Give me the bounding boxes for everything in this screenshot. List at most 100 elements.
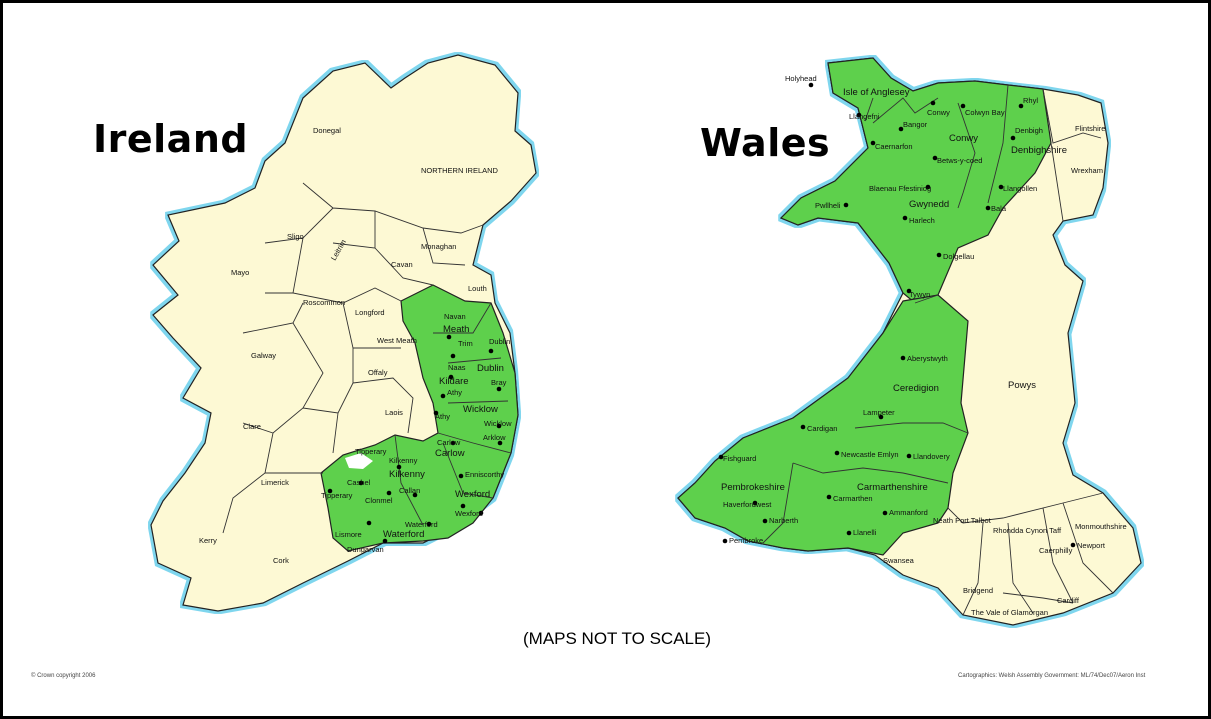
- label-athy: Athy: [447, 388, 462, 397]
- marker: [722, 538, 728, 544]
- marker: [433, 410, 439, 416]
- label-denbigh: Denbigh: [1015, 126, 1043, 135]
- label-caerphilly: Caerphilly: [1039, 546, 1073, 555]
- label-lismore: Lismore: [335, 530, 362, 539]
- marker: [998, 184, 1004, 190]
- label-northern-ireland: NORTHERN IRELAND: [421, 166, 499, 175]
- marker: [440, 393, 446, 399]
- label-naas: Naas: [448, 363, 466, 372]
- label-cardigan: Cardigan: [807, 424, 837, 433]
- label-dolgellau: Dolgellau: [943, 252, 974, 261]
- marker: [800, 424, 806, 430]
- label-conwy-town: Conwy: [927, 108, 950, 117]
- label-waterford: Waterford: [383, 529, 424, 540]
- label-bray: Bray: [491, 378, 507, 387]
- label-neath-port-talbot: Neath Port Talbot: [933, 516, 992, 525]
- marker: [882, 510, 888, 516]
- marker: [1018, 103, 1024, 109]
- label-kilkenny: Kilkenny: [389, 469, 425, 480]
- wales-title: Wales: [700, 121, 831, 165]
- label-monmouthshire: Monmouthshire: [1075, 522, 1127, 531]
- label-longford: Longford: [355, 308, 385, 317]
- marker: [496, 386, 502, 392]
- marker: [1070, 542, 1076, 548]
- label-limerick: Limerick: [261, 478, 289, 487]
- marker: [762, 518, 768, 524]
- label-swansea: Swansea: [883, 556, 915, 565]
- label-athy-2: Athy: [435, 412, 450, 421]
- label-harlech: Harlech: [909, 216, 935, 225]
- cartographics-credit: Cartographics: Welsh Assembly Government…: [958, 673, 1146, 679]
- label-conwy: Conwy: [949, 133, 978, 144]
- wales-county-borders: [762, 84, 1114, 616]
- label-lampeter: Lampeter: [863, 408, 895, 417]
- marker: [808, 82, 814, 88]
- map-canvas: Donegal NORTHERN IRELAND Sligo Leitrim M…: [150, 54, 1142, 626]
- marker: [960, 103, 966, 109]
- marker: [906, 453, 912, 459]
- label-tipperary-town: Tipperary: [321, 491, 353, 500]
- label-dungarvan: Dungarvan: [347, 545, 384, 554]
- label-narberth: Narberth: [769, 516, 798, 525]
- label-roscommon: Roscommon: [303, 298, 345, 307]
- label-dublin: Dublin: [477, 363, 504, 374]
- marker: [396, 464, 402, 470]
- marker: [448, 374, 454, 380]
- ireland-title: Ireland: [93, 117, 249, 161]
- marker: [366, 520, 372, 526]
- label-kerry: Kerry: [199, 536, 217, 545]
- label-galway: Galway: [251, 351, 276, 360]
- label-carmarthenshire: Carmarthenshire: [857, 482, 928, 493]
- marker: [930, 100, 936, 106]
- wales-south-west-highlight: [677, 294, 969, 556]
- label-donegal: Donegal: [313, 126, 341, 135]
- label-newcastle-emlyn: Newcastle Emlyn: [841, 450, 899, 459]
- label-tullow: Carlow: [437, 438, 461, 447]
- label-tipperary: Tipperary: [355, 447, 387, 456]
- marker: [497, 440, 503, 446]
- label-ceredigion: Ceredigion: [893, 383, 939, 394]
- marker: [870, 140, 876, 146]
- label-cork: Cork: [273, 556, 289, 565]
- label-offaly: Offaly: [368, 368, 388, 377]
- label-laois: Laois: [385, 408, 403, 417]
- marker: [906, 288, 912, 294]
- marker: [1010, 135, 1016, 141]
- marker: [426, 521, 432, 527]
- label-wexford: Wexford: [455, 489, 490, 500]
- marker: [358, 480, 364, 486]
- label-pwllheli: Pwllheli: [815, 201, 841, 210]
- label-clonmel: Clonmel: [365, 496, 393, 505]
- label-wexford-town: Wexford: [455, 509, 483, 518]
- label-louth: Louth: [468, 284, 487, 293]
- label-aberystwyth: Aberystwyth: [907, 354, 948, 363]
- label-dublin-city: Dublin: [489, 337, 510, 346]
- marker: [488, 348, 494, 354]
- marker: [826, 494, 832, 500]
- label-cavan: Cavan: [391, 260, 413, 269]
- marker: [412, 492, 418, 498]
- label-navan: Navan: [444, 312, 466, 321]
- label-waterford-city: Waterford: [405, 520, 438, 529]
- label-callan: Callan: [399, 486, 420, 495]
- label-cardiff: Cardiff: [1057, 596, 1080, 605]
- label-llandovery: Llandovery: [913, 452, 950, 461]
- label-llangollen: Llangollen: [1003, 184, 1037, 193]
- label-bangor: Bangor: [903, 120, 928, 129]
- scale-note: (MAPS NOT TO SCALE): [523, 629, 711, 648]
- label-pembrokeshire: Pembrokeshire: [721, 482, 785, 493]
- label-newport: Newport: [1077, 541, 1106, 550]
- label-wrexham: Wrexham: [1071, 166, 1103, 175]
- label-vale-of-glamorgan: The Vale of Glamorgan: [971, 608, 1048, 617]
- marker: [458, 473, 464, 479]
- ireland-tipperary-notch: [345, 453, 373, 469]
- marker: [386, 490, 392, 496]
- marker: [936, 252, 942, 258]
- marker: [327, 488, 333, 494]
- marker: [898, 126, 904, 132]
- marker: [450, 353, 456, 359]
- label-cashel: Cashel: [347, 478, 371, 487]
- label-powys: Powys: [1008, 380, 1036, 391]
- label-gwynedd: Gwynedd: [909, 199, 949, 210]
- label-llanelli: Llanelli: [853, 528, 877, 537]
